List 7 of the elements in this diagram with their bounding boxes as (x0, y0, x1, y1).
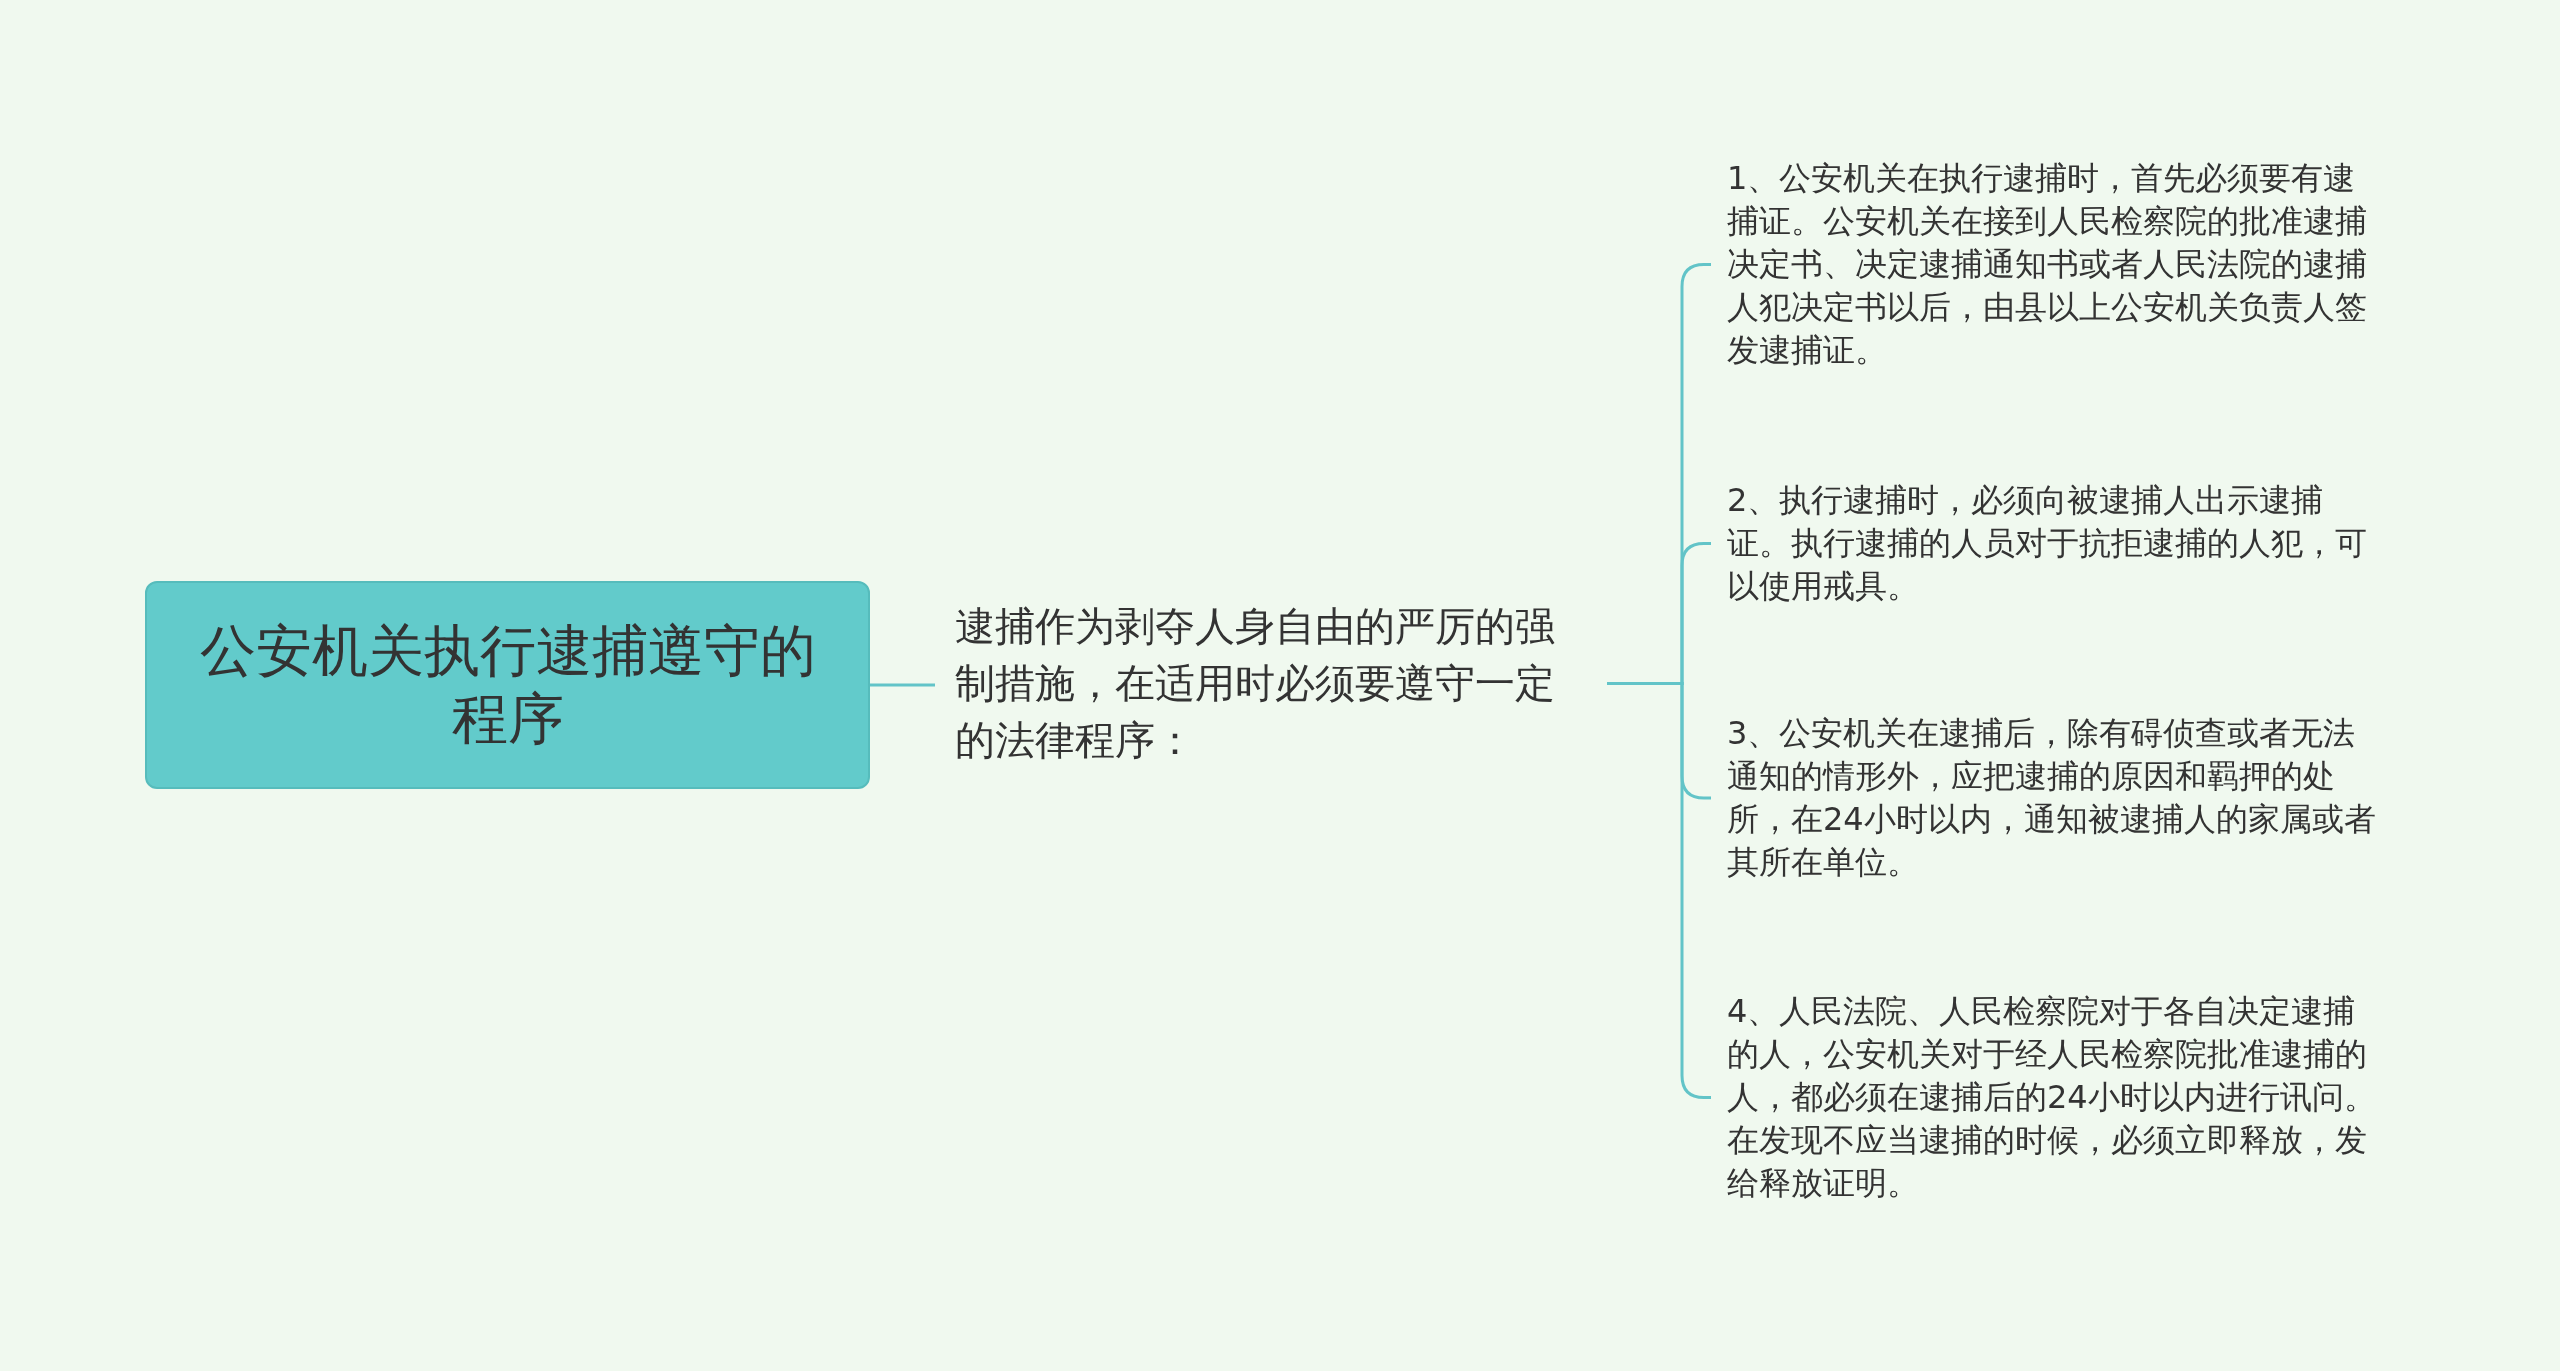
topic-box: 公安机关执行逮捕遵守的程序 (145, 581, 870, 789)
connector-line (870, 683, 935, 687)
subtopic-text: 逮捕作为剥夺人身自由的严厉的强制措施，在适用时必须要遵守一定的法律程序： (955, 598, 1567, 769)
item-text: 2、执行逮捕时，必须向被逮捕人出示逮捕证。执行逮捕的人员对于抗拒逮捕的人犯，可以使用戒具。 (1711, 479, 2379, 608)
item-text: 3、公安机关在逮捕后，除有碍侦查或者无法通知的情形外，应把逮捕的原因和羁押的处所，在24小时以内，通知被逮捕人的家属或者其所在单位。 (1711, 712, 2379, 884)
item-text: 4、人民法院、人民检察院对于各自决定逮捕的人，公安机关对于经人民检察院批准逮捕的人，都必须在逮捕后的24小时以内进行讯问。在发现不应当逮捕的时候，必须立即释放，发给释放证明。 (1711, 990, 2379, 1205)
item-text: 1、公安机关在执行逮捕时，首先必须要有逮捕证。公安机关在接到人民检察院的批准逮捕决定书、决定逮捕通知书或者人民法院的逮捕人犯决定书以后，由县以上公安机关负责人签发逮捕证。 (1711, 157, 2379, 372)
